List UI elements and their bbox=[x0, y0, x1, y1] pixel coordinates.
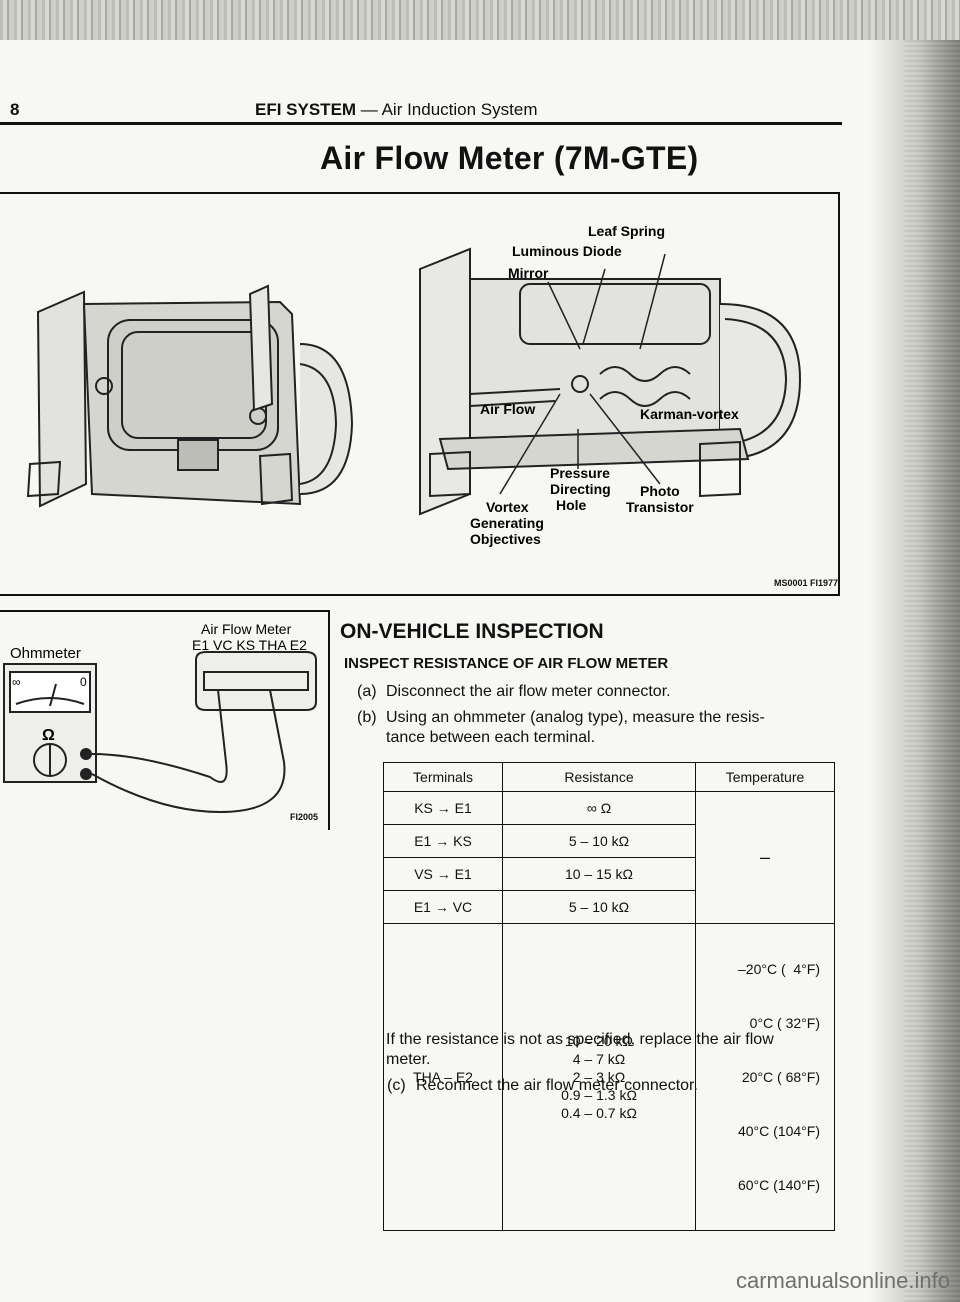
cell-resistance: 10 – 15 kΩ bbox=[502, 857, 696, 891]
note-line2: meter. bbox=[386, 1051, 431, 1068]
label-leaf-spring: Leaf Spring bbox=[588, 223, 665, 239]
header-terminals: Terminals bbox=[383, 762, 503, 792]
section-subheading: INSPECT RESISTANCE OF AIR FLOW METER bbox=[344, 655, 669, 672]
step-c-label: (c) bbox=[387, 1077, 406, 1094]
tha-temperature: 40°C (104°F) bbox=[737, 1123, 820, 1139]
scan-top-band bbox=[0, 0, 960, 40]
cell-terminals: VS → E1 bbox=[383, 857, 503, 891]
step-a-text: Disconnect the air flow meter connector. bbox=[386, 683, 671, 700]
page-number: 8 bbox=[10, 100, 20, 119]
header-bold: EFI SYSTEM bbox=[255, 100, 357, 119]
table-row: E1 → KS 5 – 10 kΩ bbox=[383, 824, 835, 858]
cell-temperature-dash: – bbox=[695, 791, 835, 924]
label-terminals: E1 VC KS THA E2 bbox=[192, 637, 307, 653]
cell-resistance: ∞ Ω bbox=[502, 791, 696, 825]
figure-air-flow-meter: Leaf Spring Luminous Diode Mirror Air Fl… bbox=[0, 192, 840, 596]
tha-temperature: 0°C ( 32°F) bbox=[749, 1015, 820, 1031]
omega-symbol: Ω bbox=[42, 727, 55, 744]
label-generating: Generating bbox=[470, 515, 544, 531]
tha-resistance: 10 – 20 kΩ bbox=[564, 1033, 634, 1049]
cell-resistance: 5 – 10 kΩ bbox=[502, 890, 696, 924]
ohmmeter-body bbox=[3, 663, 97, 783]
tha-resistance: 0.4 – 0.7 kΩ bbox=[561, 1105, 637, 1121]
label-ohmmeter: Ohmmeter bbox=[10, 645, 81, 662]
scan-binding-texture bbox=[904, 40, 960, 1302]
running-header: EFI SYSTEM — Air Induction System bbox=[255, 100, 537, 120]
leader-lines bbox=[499, 253, 666, 495]
label-hole: Hole bbox=[556, 497, 587, 513]
label-transistor: Transistor bbox=[626, 499, 694, 515]
note-paragraph: If the resistance is not as specified, r… bbox=[386, 1030, 846, 1070]
note-line1: If the resistance is not as specified, r… bbox=[386, 1031, 774, 1048]
header-rule bbox=[0, 122, 842, 125]
section-heading: ON-VEHICLE INSPECTION bbox=[340, 620, 604, 643]
step-b-label: (b) bbox=[357, 709, 377, 726]
label-air-flow-meter: Air Flow Meter bbox=[201, 621, 292, 637]
header-resistance: Resistance bbox=[502, 762, 696, 792]
label-vortex: Vortex bbox=[486, 499, 529, 515]
connector-drawing bbox=[91, 651, 317, 814]
label-pressure: Pressure bbox=[550, 465, 610, 481]
table-header-row: Terminals Resistance Temperature bbox=[383, 762, 835, 792]
scan-binding-edge bbox=[868, 40, 960, 1302]
cell-resistance: 5 – 10 kΩ bbox=[502, 824, 696, 858]
meter-cutaway-drawing bbox=[419, 247, 802, 516]
page-title: Air Flow Meter (7M-GTE) bbox=[320, 140, 699, 176]
tha-resistance: 0.9 – 1.3 kΩ bbox=[561, 1087, 637, 1103]
figure2-code: FI2005 bbox=[290, 812, 319, 822]
table-row: KS → E1 ∞ Ω – bbox=[383, 791, 835, 924]
label-karman-vortex: Karman-vortex bbox=[640, 406, 739, 422]
scale-infinity: ∞ bbox=[12, 675, 21, 689]
table-row-tha: THA – E2 10 – 20 kΩ 4 – 7 kΩ 2 – 3 kΩ 0.… bbox=[383, 923, 835, 1231]
ohmmeter-illustration: Ohmmeter Air Flow Meter E1 VC KS THA E2 … bbox=[3, 621, 317, 814]
cell-temperature-tha: –20°C ( 4°F) 0°C ( 32°F) 20°C ( 68°F) 40… bbox=[695, 923, 835, 1231]
cell-terminals: E1 → KS bbox=[383, 824, 503, 858]
step-a-label: (a) bbox=[357, 683, 377, 700]
step-b-line2: tance between each terminal. bbox=[386, 729, 596, 746]
label-directing: Directing bbox=[550, 481, 611, 497]
step-b-line1: Using an ohmmeter (analog type), measure… bbox=[386, 709, 765, 726]
resistance-table: Terminals Resistance Temperature KS → E1… bbox=[383, 762, 835, 1231]
cell-resistance-tha: 10 – 20 kΩ 4 – 7 kΩ 2 – 3 kΩ 0.9 – 1.3 k… bbox=[502, 923, 696, 1231]
label-photo: Photo bbox=[640, 483, 680, 499]
header-temperature: Temperature bbox=[695, 762, 835, 792]
tha-temperature: 60°C (140°F) bbox=[737, 1177, 820, 1193]
figure1-code: MS0001 FI1977 bbox=[773, 578, 838, 588]
label-luminous-diode: Luminous Diode bbox=[512, 243, 622, 259]
label-mirror: Mirror bbox=[508, 265, 549, 281]
step-c-text: Reconnect the air flow meter connector. bbox=[416, 1077, 698, 1094]
tha-resistance: 2 – 3 kΩ bbox=[572, 1069, 626, 1085]
label-air-flow: Air Flow bbox=[480, 401, 535, 417]
cell-terminals: KS → E1 bbox=[383, 791, 503, 825]
cell-terminals: E1 → VC bbox=[383, 890, 503, 924]
tha-temperature: –20°C ( 4°F) bbox=[738, 961, 820, 977]
label-objectives: Objectives bbox=[470, 531, 541, 547]
table-row: E1 → VC 5 – 10 kΩ bbox=[383, 890, 835, 924]
header-rest: — Air Induction System bbox=[356, 100, 538, 119]
tha-temperature: 20°C ( 68°F) bbox=[741, 1069, 820, 1085]
tha-resistance: 4 – 7 kΩ bbox=[572, 1051, 626, 1067]
cell-terminals-tha: THA – E2 bbox=[383, 923, 503, 1231]
figure-ohmmeter-test: Ohmmeter Air Flow Meter E1 VC KS THA E2 … bbox=[0, 610, 330, 830]
air-flow-meter-illustration: Leaf Spring Luminous Diode Mirror Air Fl… bbox=[26, 223, 802, 547]
meter-exterior-drawing bbox=[26, 284, 354, 508]
watermark: carmanualsonline.info bbox=[735, 1268, 950, 1293]
scale-zero: 0 bbox=[80, 675, 87, 689]
